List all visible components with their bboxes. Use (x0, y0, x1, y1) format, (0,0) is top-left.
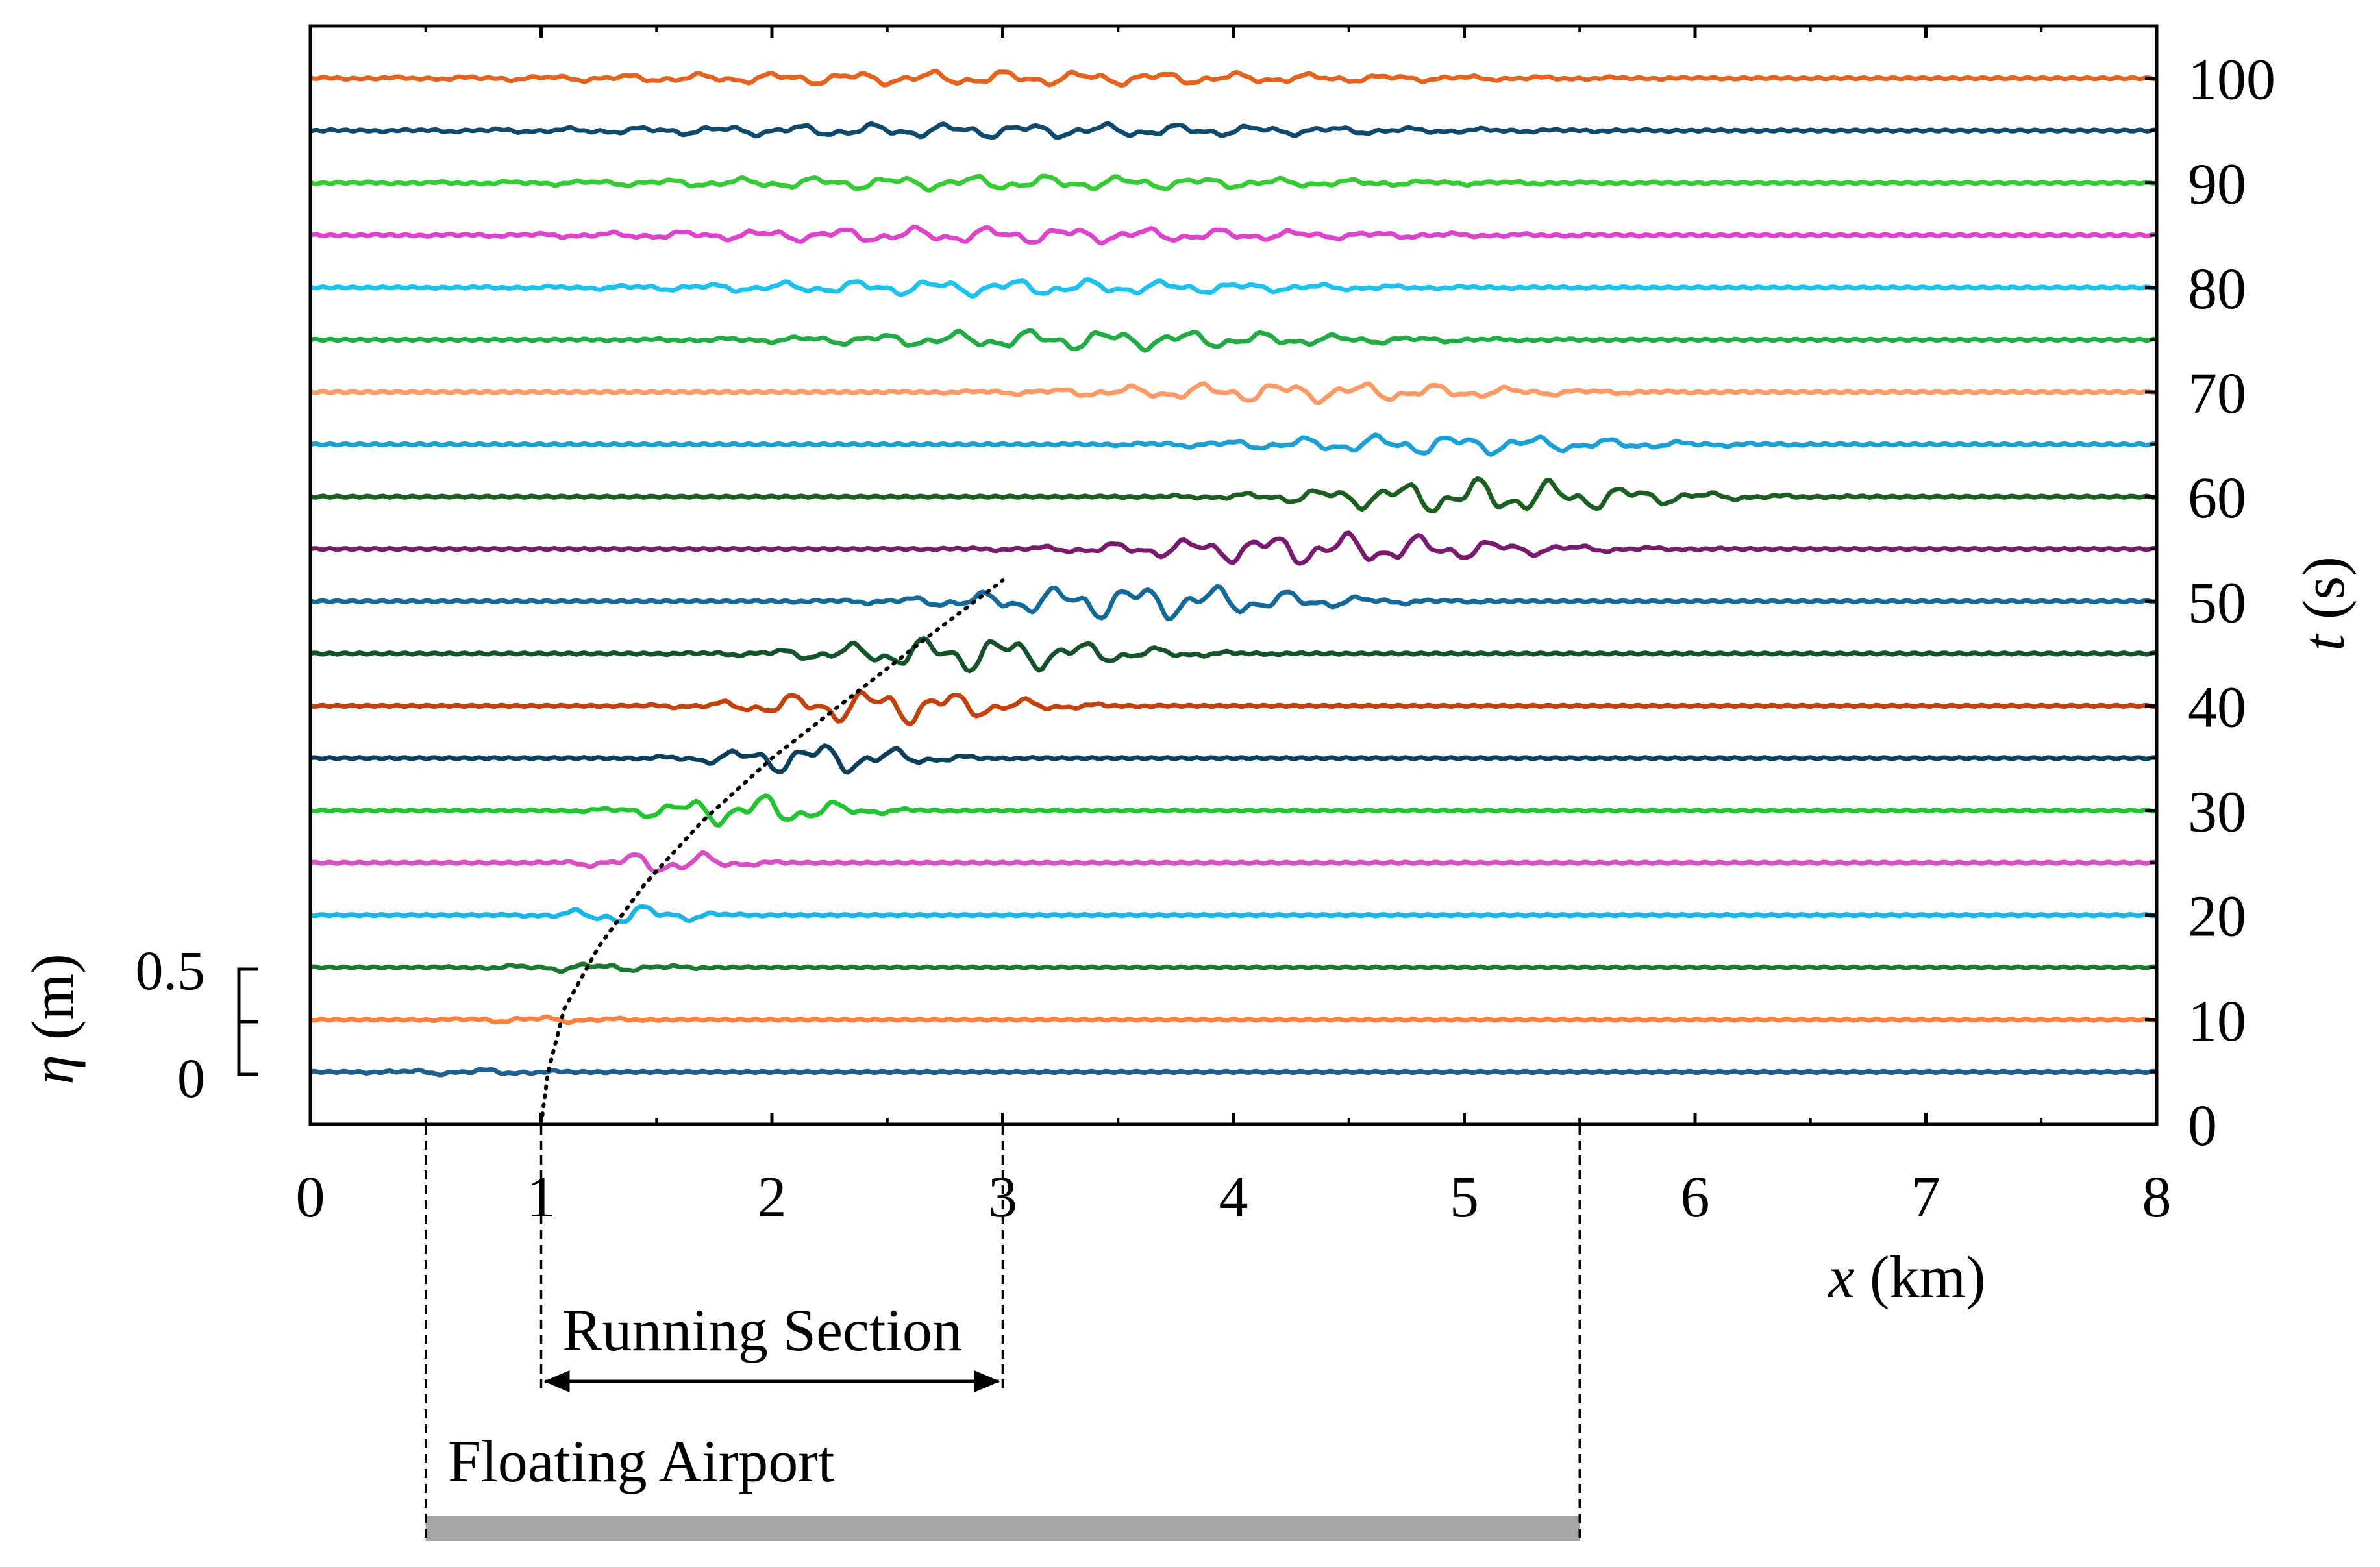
series-line-t65 (309, 432, 2157, 457)
running-section-arrow-right-head (974, 1370, 1000, 1392)
t-axis-label: t (s) (2290, 556, 2357, 651)
floating-airport-bar (425, 1516, 1580, 1541)
series-line-t85 (310, 224, 2157, 246)
series-line-t20 (310, 904, 2157, 924)
series-line-t40 (310, 689, 2157, 727)
x-tick-label-7: 7 (1911, 1165, 1940, 1229)
eta-axis-label: η (m) (19, 954, 86, 1084)
t-tick-label-70: 70 (2188, 362, 2246, 426)
series-line-t55 (310, 530, 2157, 566)
series-line-t80 (309, 277, 2157, 299)
series-line-t25 (310, 850, 2157, 874)
running-section-label: Running Section (562, 1297, 962, 1363)
eta-scale-label-top: 0.5 (136, 939, 206, 1002)
x-tick-label-4: 4 (1219, 1165, 1248, 1229)
t-tick-label-30: 30 (2188, 780, 2246, 845)
x-tick-label-8: 8 (2142, 1165, 2172, 1229)
wave-trajectory-line (539, 578, 1005, 1126)
eta-scale-bracket (237, 967, 258, 1076)
section-guides (425, 1126, 1581, 1540)
series-line-t35 (310, 743, 2157, 775)
t-tick-label-100: 100 (2188, 48, 2275, 112)
t-tick-label-60: 60 (2188, 466, 2246, 530)
series-line-t90 (309, 173, 2157, 193)
series-line-t15 (310, 961, 2157, 974)
x-axis-label: x (km) (1827, 1244, 1986, 1310)
x-tick-label-6: 6 (1681, 1165, 1710, 1229)
t-tick-label-90: 90 (2188, 153, 2246, 217)
series-line-t70 (309, 381, 2157, 406)
t-tick-label-10: 10 (2188, 989, 2246, 1054)
floating-airport-label: Floating Airport (448, 1428, 835, 1494)
series-line-t5 (310, 1067, 2157, 1078)
series-line-t95 (309, 121, 2157, 140)
t-tick-label-40: 40 (2188, 675, 2246, 739)
running-section-arrow-left-head (543, 1370, 570, 1392)
t-tick-label-20: 20 (2188, 885, 2246, 949)
series-line-t100 (310, 69, 2157, 88)
t-tick-label-50: 50 (2188, 571, 2246, 635)
t-tick-label-80: 80 (2188, 257, 2246, 321)
t-tick-label-0: 0 (2188, 1094, 2217, 1158)
plot-frame (308, 24, 2159, 1126)
x-tick-label-0: 0 (296, 1165, 325, 1229)
series-layer (309, 69, 2157, 1078)
series-line-t30 (310, 793, 2157, 828)
series-line-t10 (310, 1014, 2157, 1026)
series-line-t45 (309, 636, 2157, 674)
running-section-arrow (543, 1370, 1000, 1392)
series-line-t50 (309, 584, 2157, 621)
x-tick-label-5: 5 (1450, 1165, 1479, 1229)
trajectory-layer (539, 578, 1005, 1126)
x-tick-label-2: 2 (758, 1165, 787, 1229)
eta-scale-label-bottom: 0 (177, 1047, 205, 1109)
series-line-t60 (309, 476, 2157, 514)
series-line-t75 (309, 328, 2157, 353)
